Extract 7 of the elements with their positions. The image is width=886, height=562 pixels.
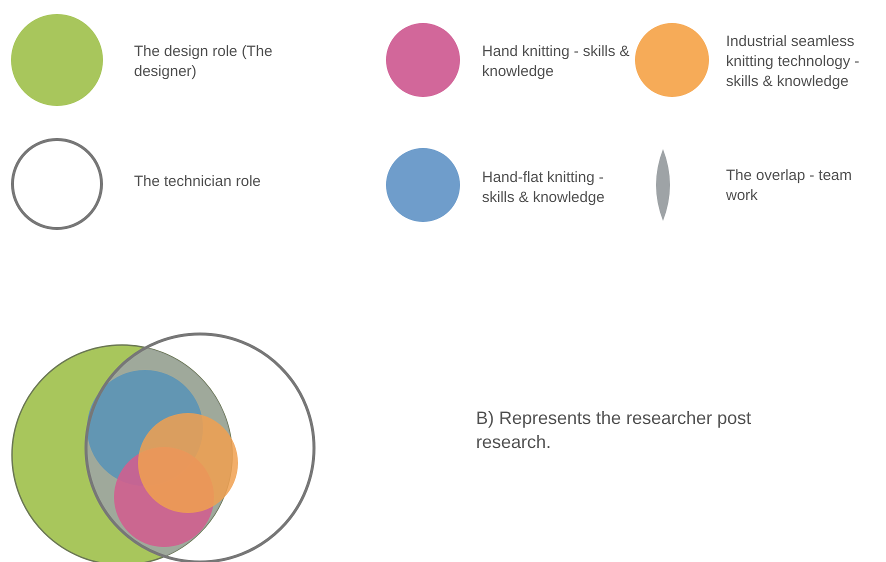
legend-text: The design role (The designer) — [134, 42, 274, 82]
legend-text: Industrial seamless knitting technology - skills & knowledge — [726, 32, 860, 92]
legend-text: Hand-flat knitting - skills & knowledge — [482, 168, 606, 208]
note-text: B) Represents the researcher post research. — [476, 407, 752, 454]
legend-text: Hand knitting - skills & knowledge — [482, 42, 631, 82]
legend-text: The overlap - team work — [726, 166, 853, 206]
legend-text: The technician role — [134, 172, 262, 192]
